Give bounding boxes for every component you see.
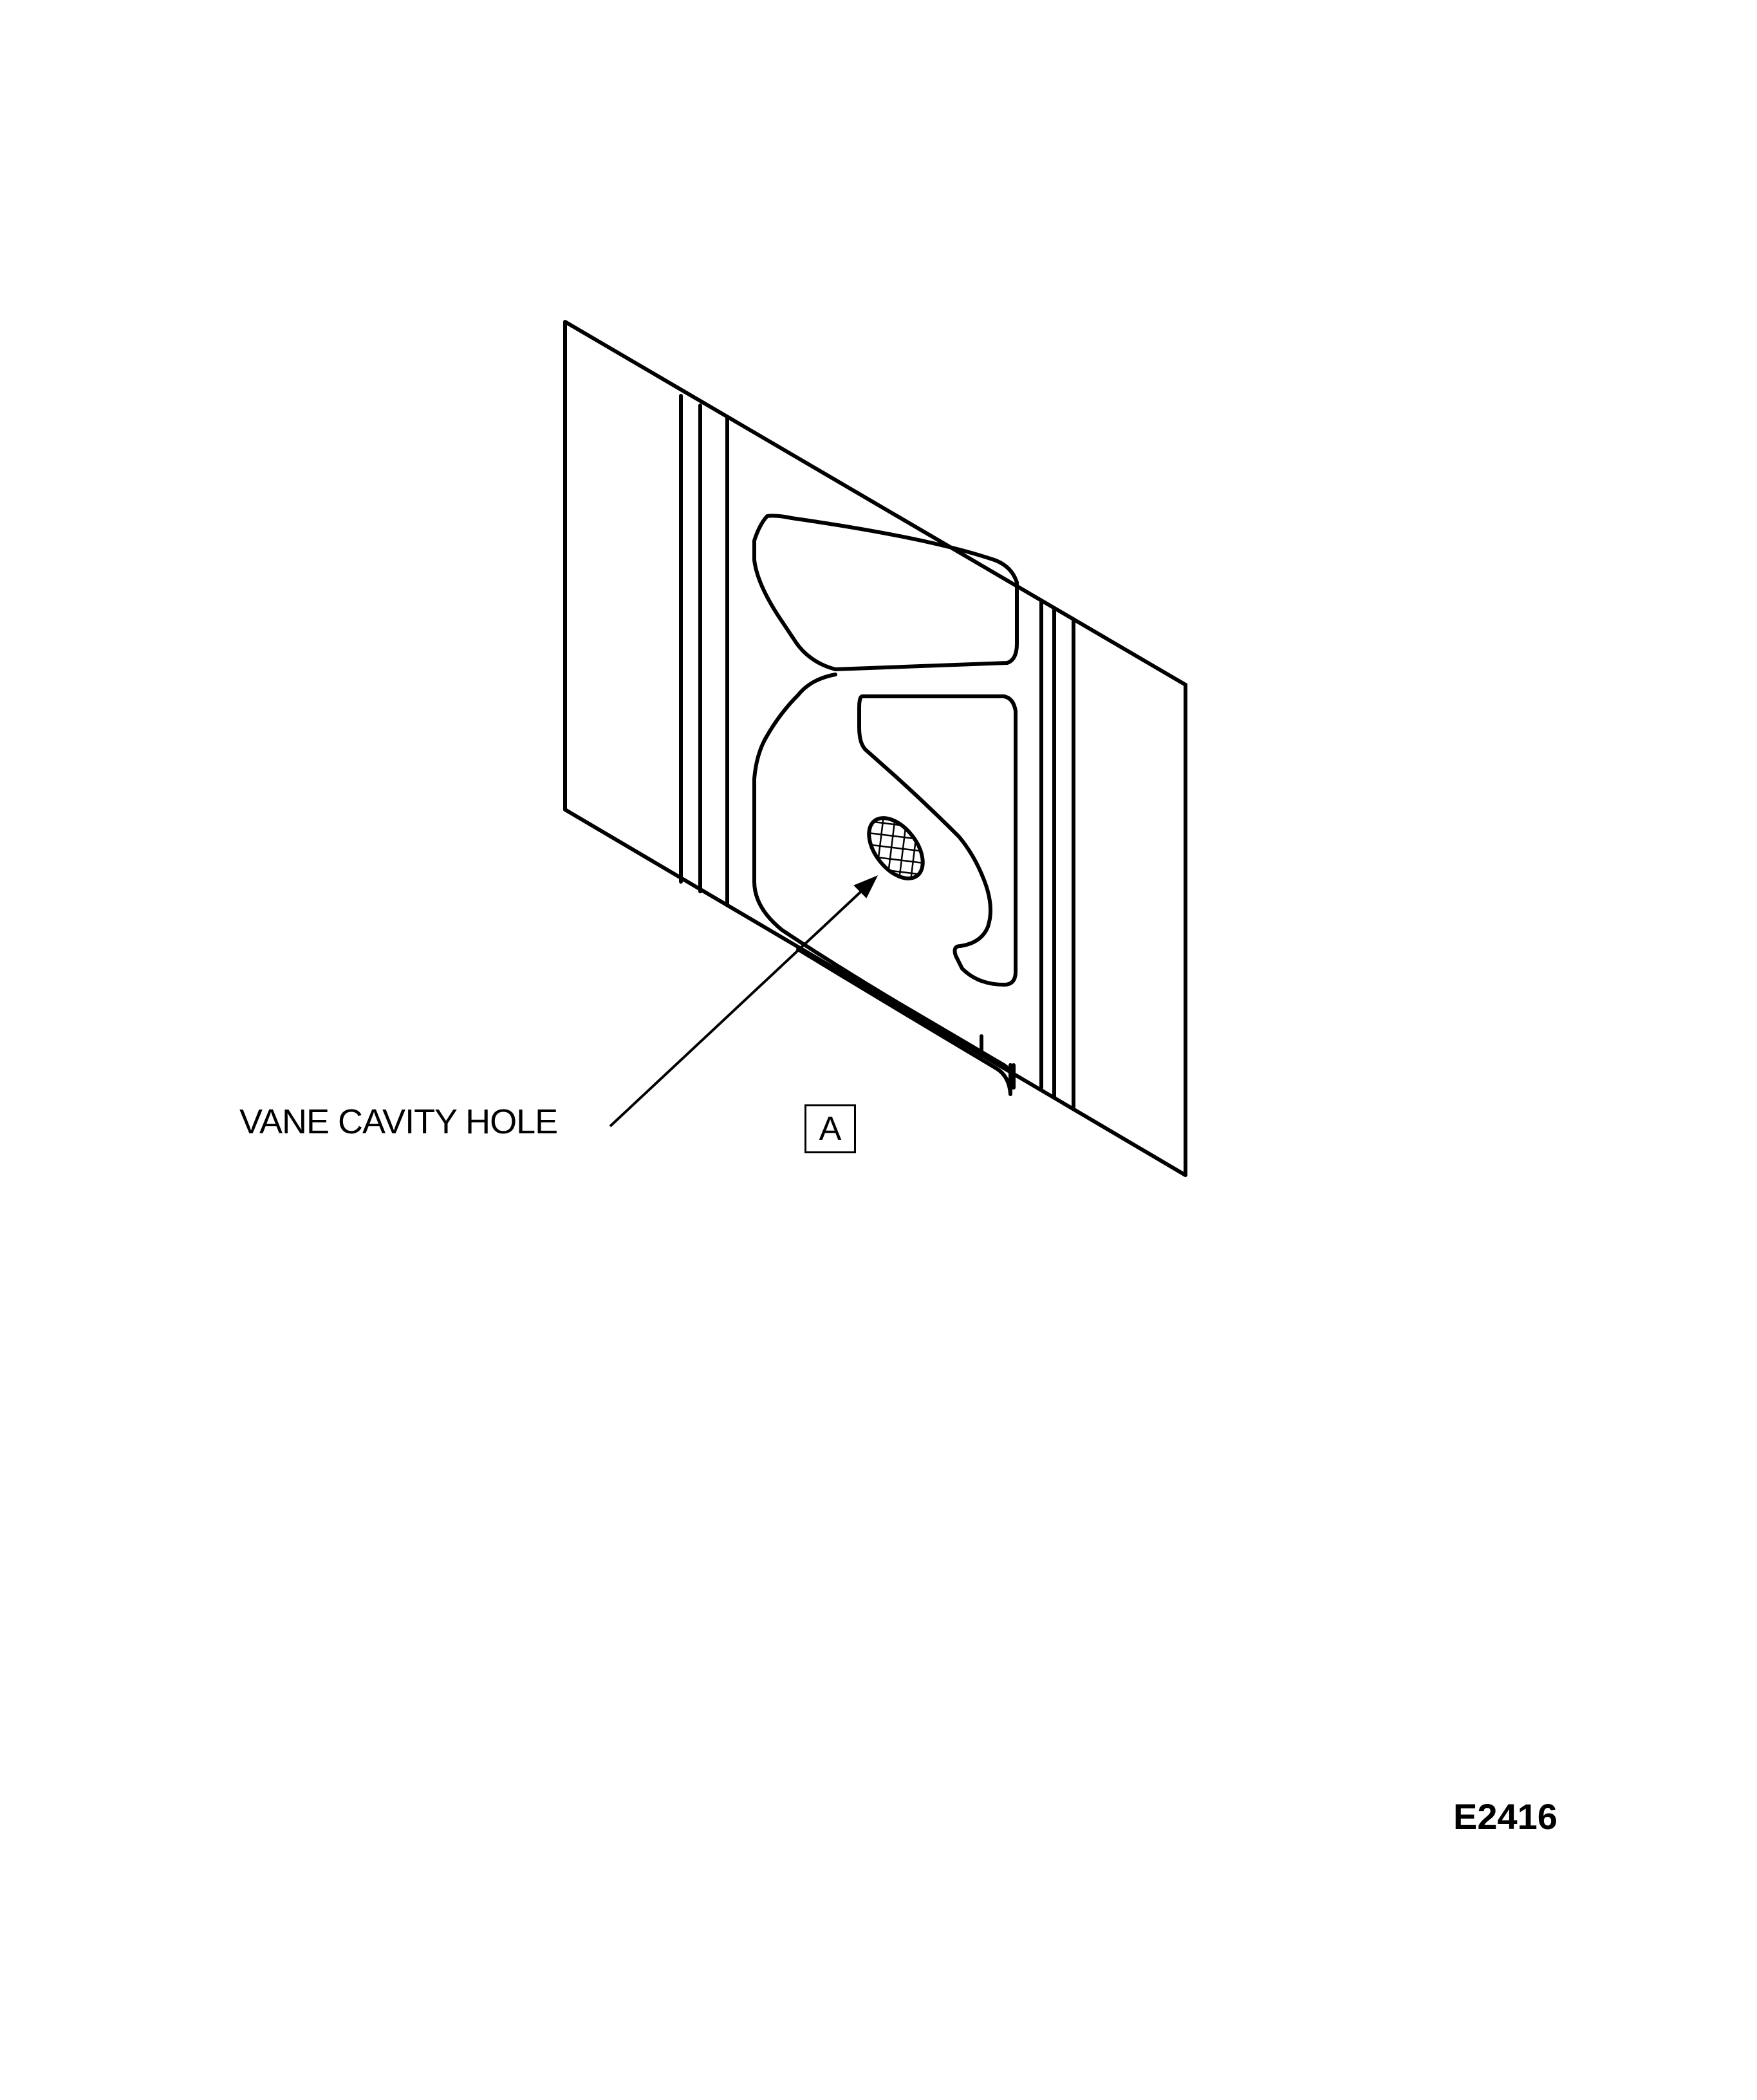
inner-cavity-outline bbox=[857, 694, 1018, 987]
callout-label: VANE CAVITY HOLE bbox=[239, 1102, 558, 1141]
lower-cavity-outline bbox=[796, 947, 1012, 1096]
upper-cavity-outline bbox=[752, 514, 1019, 671]
arrow-head-icon bbox=[853, 875, 879, 898]
panel-outline bbox=[563, 320, 1187, 1177]
leader-line bbox=[609, 882, 871, 1128]
lower-cavity-outline bbox=[752, 673, 1016, 1090]
figure-number: E2416 bbox=[1453, 1796, 1557, 1837]
vane-cavity-hole-hatch bbox=[867, 816, 925, 880]
view-letter-box: A bbox=[804, 1104, 856, 1153]
